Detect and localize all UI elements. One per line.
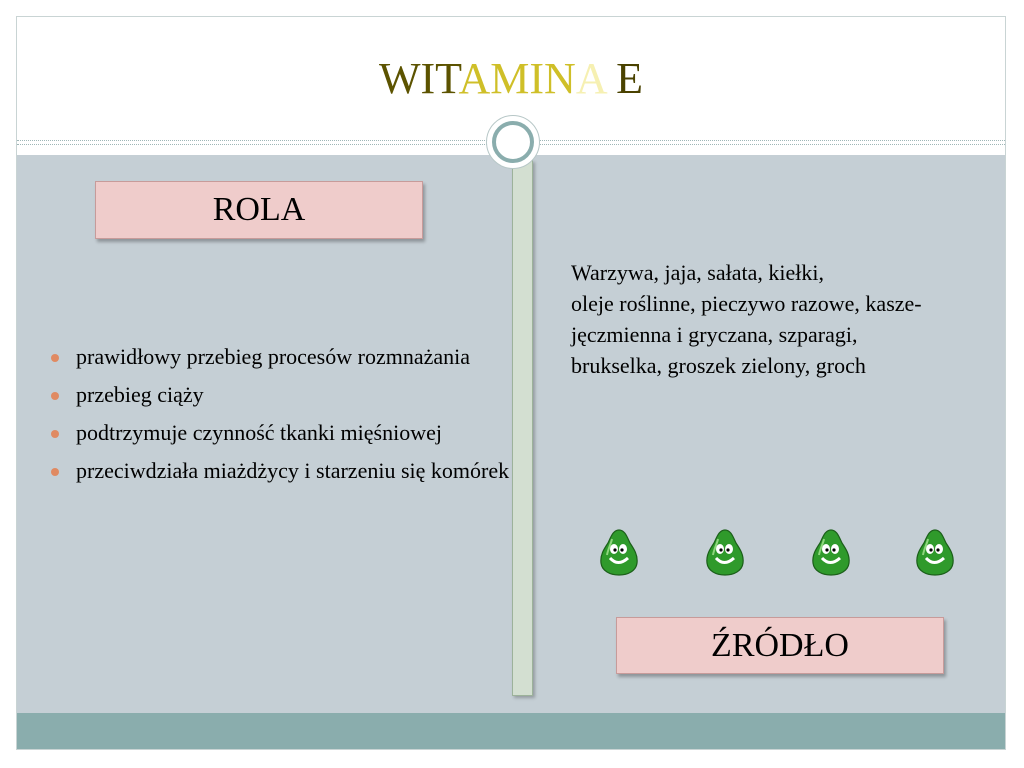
zrodlo-heading: ŹRÓDŁO	[711, 627, 849, 664]
title-part: E	[616, 54, 644, 103]
list-item: podtrzymuje czynność tkanki mięśniowej	[51, 415, 521, 451]
bullet-dot	[51, 392, 59, 400]
sources-line: brukselka, groszek zielony, groch	[571, 353, 866, 378]
bullet-dot	[51, 430, 59, 438]
ring-ornament	[486, 115, 540, 169]
bullet-text: prawidłowy przebieg procesów rozmnażania	[76, 344, 471, 369]
green-pear-icon	[706, 529, 744, 576]
sources-text: Warzywa, jaja, sałata, kiełki, oleje roś…	[571, 257, 1005, 381]
title-part: A	[575, 54, 617, 103]
bottom-band	[17, 713, 1005, 749]
slide-title: WITAMINA E	[17, 53, 1005, 105]
bullet-dot	[51, 354, 59, 362]
slide: WITAMINA E ROLA prawidłowy przebieg proc…	[16, 16, 1006, 750]
ring-inner	[492, 121, 534, 163]
title-part: WIT	[378, 54, 459, 103]
bullet-text: podtrzymuje czynność tkanki mięśniowej	[76, 420, 442, 445]
bullet-text: przeciwdziała miażdżycy i starzeniu się …	[76, 458, 510, 483]
rola-bullet-list: prawidłowy przebieg procesów rozmnażania…	[51, 339, 521, 491]
rola-heading: ROLA	[212, 191, 306, 228]
pear-row	[591, 527, 991, 579]
bullet-text: przebieg ciąży	[76, 382, 204, 407]
title-part: AMIN	[458, 54, 576, 103]
list-item: przeciwdziała miażdżycy i starzeniu się …	[51, 453, 521, 489]
list-item: przebieg ciąży	[51, 377, 521, 413]
green-pear-icon	[916, 529, 954, 576]
rola-heading-box: ROLA	[95, 181, 423, 239]
green-pear-icon	[812, 529, 850, 576]
zrodlo-heading-box: ŹRÓDŁO	[616, 617, 944, 674]
sources-line: Warzywa, jaja, sałata, kiełki,	[571, 260, 824, 285]
sources-line: oleje roślinne, pieczywo razowe, kasze-	[571, 291, 922, 316]
bullet-dot	[51, 468, 59, 476]
green-pear-icon	[600, 529, 638, 576]
sources-line: jęczmienna i gryczana, szparagi,	[571, 322, 858, 347]
list-item: prawidłowy przebieg procesów rozmnażania	[51, 339, 521, 375]
